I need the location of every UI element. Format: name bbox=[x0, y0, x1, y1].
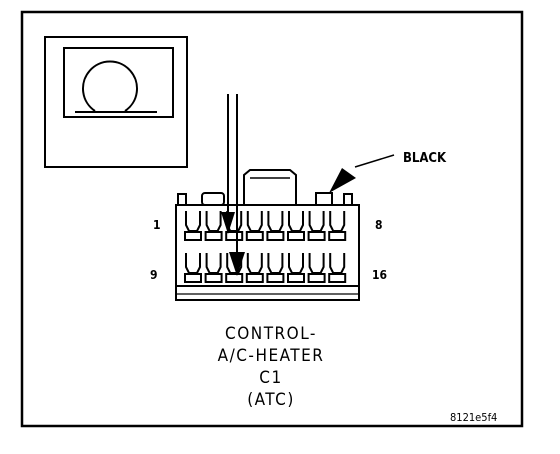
terminal-cavity-5 bbox=[266, 211, 285, 241]
probe-arrows bbox=[221, 94, 245, 276]
figure-code: 8121e5f4 bbox=[450, 411, 497, 424]
terminal-cavity-11 bbox=[225, 253, 244, 283]
terminal-cavity-9 bbox=[184, 253, 202, 283]
pin-label-9: 9 bbox=[150, 268, 158, 282]
terminal-cavity-14 bbox=[287, 253, 305, 283]
color-callout bbox=[329, 154, 395, 193]
connector-inset-view bbox=[44, 36, 188, 168]
terminal-cavity-12 bbox=[245, 253, 264, 283]
connector-title-line-1: CONTROL- bbox=[225, 324, 317, 344]
terminal-cavity-2 bbox=[204, 211, 223, 241]
connector-title-line-4: (ATC) bbox=[247, 390, 295, 410]
pin-row-top bbox=[184, 211, 347, 241]
terminal-cavity-15 bbox=[307, 253, 326, 283]
outer-frame bbox=[20, 10, 524, 428]
connector-title-line-3: C1 bbox=[259, 368, 282, 388]
terminal-cavity-8 bbox=[328, 211, 347, 241]
terminal-cavity-6 bbox=[287, 211, 305, 241]
terminal-cavity-1 bbox=[184, 211, 202, 241]
pin-label-1: 1 bbox=[153, 218, 161, 232]
terminal-cavity-4 bbox=[245, 211, 264, 241]
terminal-cavity-16 bbox=[328, 253, 347, 283]
pin-label-16: 16 bbox=[372, 268, 387, 282]
pin-label-8: 8 bbox=[375, 218, 383, 232]
terminal-cavity-10 bbox=[204, 253, 223, 283]
color-label: BLACK bbox=[403, 151, 447, 166]
terminal-cavity-7 bbox=[307, 211, 326, 241]
connector-title-line-2: A/C-HEATER bbox=[218, 346, 325, 366]
pin-row-bottom bbox=[184, 253, 347, 283]
terminal-cavity-13 bbox=[266, 253, 285, 283]
